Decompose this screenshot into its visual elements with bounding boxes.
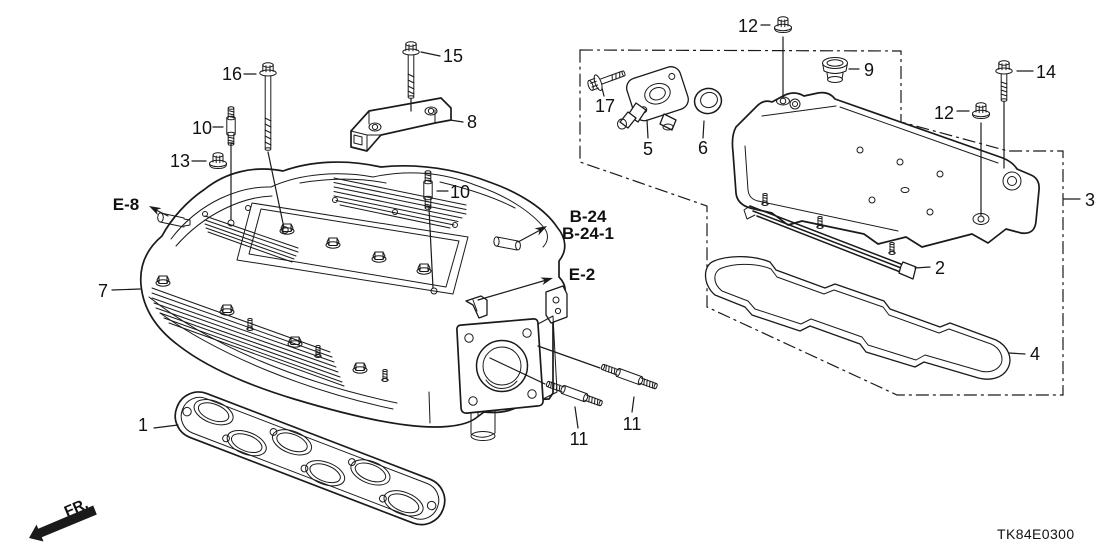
part-label-14: 14 xyxy=(1036,62,1056,82)
part-label-11-left: 11 xyxy=(570,429,589,449)
part-label-10-left: 10 xyxy=(192,118,212,138)
ref-label-b24: B-24 xyxy=(570,207,607,226)
ref-label-e2: E-2 xyxy=(569,265,595,284)
manifold-gasket-drawing xyxy=(174,391,446,526)
part-label-6: 6 xyxy=(698,138,708,158)
part-label-17: 17 xyxy=(595,96,615,116)
bolt-14-drawing xyxy=(995,60,1013,102)
bracket-drawing xyxy=(350,97,452,152)
part-label-11-right: 11 xyxy=(623,414,642,434)
part-label-9: 9 xyxy=(864,60,874,80)
seal-ring-drawing xyxy=(693,87,723,115)
part-label-12-top: 12 xyxy=(738,16,758,36)
diagram-code: TK84E0300 xyxy=(997,526,1075,542)
throttle-flange xyxy=(456,315,558,441)
nut-12-top-drawing xyxy=(774,16,792,33)
rail-drawing xyxy=(743,193,917,280)
part-label-15: 15 xyxy=(443,46,463,66)
nut-13-drawing xyxy=(209,152,227,169)
ref-label-e8: E-8 xyxy=(113,195,139,214)
part-label-12-right: 12 xyxy=(934,103,954,123)
fr-arrow-icon xyxy=(29,505,97,542)
passage-fitting-drawing xyxy=(617,66,689,131)
leader-lines xyxy=(111,24,1081,429)
bolt-17-drawing xyxy=(585,70,626,95)
stud-11-right-drawing xyxy=(599,362,659,392)
cover-gasket-drawing xyxy=(704,255,1011,380)
rail-stud xyxy=(888,242,896,255)
part-label-4: 4 xyxy=(1030,344,1040,364)
e2-fitting xyxy=(465,295,488,319)
bolt-15-drawing xyxy=(402,41,420,99)
part-label-3: 3 xyxy=(1085,190,1095,210)
part-label-13: 13 xyxy=(170,151,190,171)
part-label-16: 16 xyxy=(222,64,242,84)
assembly-boundary xyxy=(579,49,1064,396)
ref-label-b24-1: B-24-1 xyxy=(562,224,614,243)
nut-12-right-drawing xyxy=(972,102,990,119)
b24-nipple xyxy=(493,236,521,251)
part-label-10-right: 10 xyxy=(450,182,470,202)
part-label-8: 8 xyxy=(467,112,477,132)
part-label-1: 1 xyxy=(138,415,148,435)
bolt-16-drawing xyxy=(259,62,277,151)
intake-manifold-drawing xyxy=(139,161,568,441)
part-label-5: 5 xyxy=(643,139,653,159)
part-label-7: 7 xyxy=(98,281,108,301)
part-label-2: 2 xyxy=(935,258,945,278)
cap-drawing xyxy=(822,57,848,83)
part-labels: 1 2 3 4 5 6 7 8 9 10 10 11 11 12 12 13 1… xyxy=(98,16,1095,449)
fr-direction-arrow: FR. xyxy=(29,495,97,542)
stud-10-left-drawing xyxy=(226,106,236,146)
ref-labels: E-8 B-24 B-24-1 E-2 xyxy=(113,195,614,301)
